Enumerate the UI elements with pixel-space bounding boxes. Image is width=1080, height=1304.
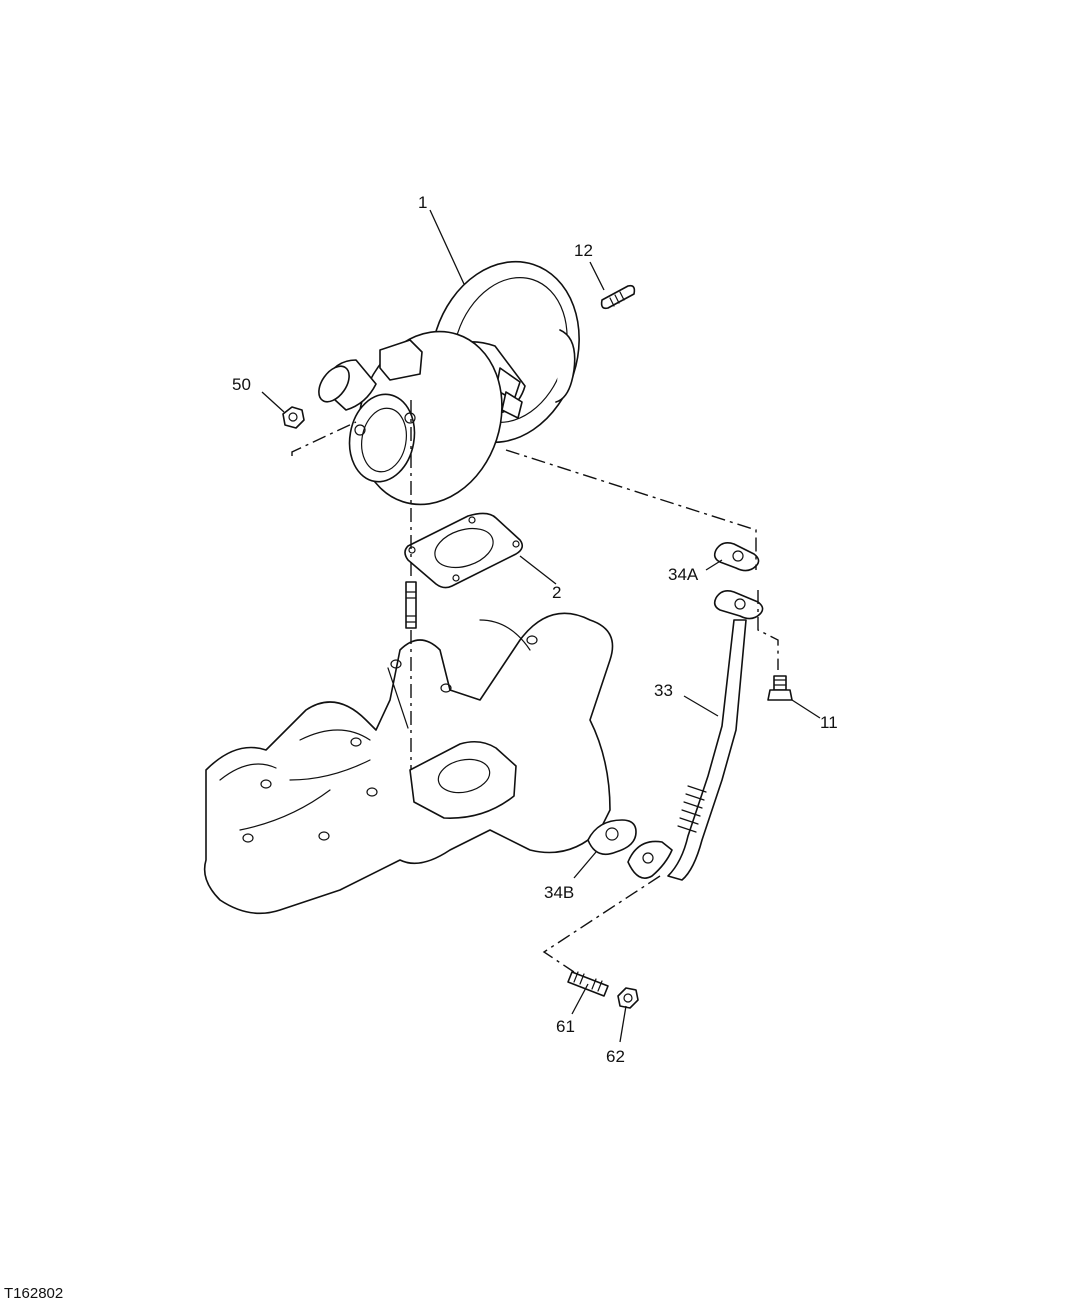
exhaust-manifold (203, 612, 614, 915)
gasket-34b (587, 819, 637, 856)
manifold-stud (405, 581, 417, 629)
callout-11: 11 (820, 713, 838, 732)
callout-62: 62 (606, 1047, 625, 1066)
nut-50 (282, 406, 305, 429)
oil-pipe-33 (627, 619, 747, 881)
gasket-34a (713, 542, 764, 620)
turbocharger (318, 260, 580, 506)
bolt-11 (767, 675, 793, 701)
callout-50: 50 (232, 375, 251, 394)
gasket-2 (404, 512, 524, 589)
assembly-lines (291, 400, 779, 973)
callout-34a: 34A (668, 565, 699, 584)
callout-2: 2 (552, 583, 561, 602)
callout-1: 1 (418, 193, 427, 212)
callout-61: 61 (556, 1017, 575, 1036)
leader-lines (261, 209, 821, 1043)
callout-12: 12 (574, 241, 593, 260)
callout-33: 33 (654, 681, 673, 700)
callout-34b: 34B (544, 883, 574, 902)
figure-reference: T162802 (4, 1285, 63, 1302)
nut-62 (617, 987, 639, 1009)
stud-12 (600, 284, 636, 310)
